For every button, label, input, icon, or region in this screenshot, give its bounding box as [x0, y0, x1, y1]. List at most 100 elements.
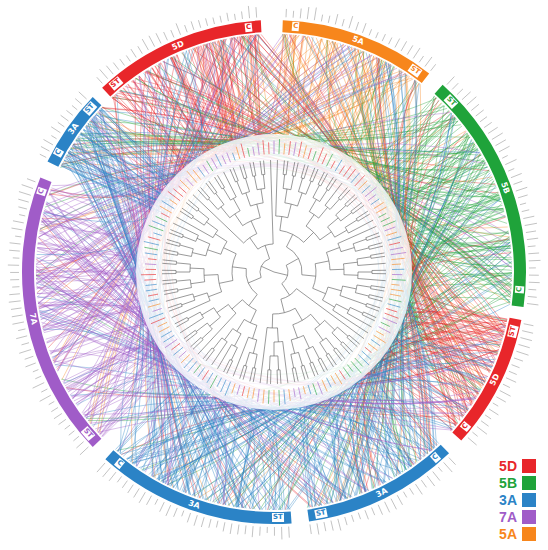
- gene-tick: [10, 243, 21, 244]
- tree-branch: [334, 349, 343, 361]
- leaf-label-mark: [368, 343, 377, 350]
- gene-tick: [372, 508, 375, 516]
- tree-branch: [265, 160, 273, 245]
- gene-tick: [194, 515, 197, 525]
- gene-tick: [234, 14, 236, 20]
- gene-tick: [164, 32, 168, 40]
- tree-branch: [319, 174, 327, 186]
- gene-tick: [526, 231, 536, 233]
- tree-branch: [243, 366, 247, 380]
- synteny-link: [62, 153, 164, 213]
- gene-tick: [476, 110, 484, 116]
- gene-tick: [49, 401, 55, 404]
- tree-branch: [209, 181, 217, 193]
- gene-tick: [185, 25, 188, 32]
- gene-tick: [397, 495, 402, 505]
- tree-branch: [192, 250, 207, 256]
- leaf-label-mark: [149, 313, 163, 318]
- tree-branch: [182, 208, 194, 217]
- gene-tick: [238, 525, 239, 535]
- leaf-label-mark: [381, 322, 390, 326]
- tree-branch: [166, 243, 180, 247]
- legend-swatch: [522, 510, 536, 524]
- tree-branch: [233, 199, 240, 215]
- leaf-label-mark: [207, 161, 213, 171]
- tree-branch: [371, 286, 385, 288]
- gene-tick: [155, 499, 158, 505]
- gene-tick: [13, 257, 20, 258]
- leaf-label-mark: [392, 274, 402, 275]
- tree-branch: [257, 189, 263, 204]
- leaf-label-mark: [215, 154, 221, 166]
- leaf-label-mark: [385, 227, 396, 231]
- synteny-link: [40, 120, 144, 317]
- gene-tick: [106, 66, 113, 74]
- leaf-label-mark: [331, 161, 335, 169]
- gene-tick: [10, 279, 19, 280]
- leaf-label-mark: [284, 390, 285, 405]
- gene-tick: [508, 169, 514, 172]
- gene-tick: [523, 216, 534, 218]
- gene-tick: [427, 476, 435, 486]
- legend-entry: 5B: [499, 475, 536, 491]
- gene-tick: [403, 492, 406, 498]
- gene-tick: [499, 146, 510, 152]
- gene-tick: [503, 384, 510, 387]
- leaf-label-mark: [221, 380, 226, 392]
- gene-tick: [19, 350, 31, 354]
- tree-branch: [190, 268, 204, 275]
- synteny-link: [41, 190, 154, 239]
- tree-branch: [193, 195, 250, 243]
- gene-tick: [117, 476, 121, 482]
- tree-branch: [335, 327, 348, 336]
- tree-branch: [284, 308, 302, 320]
- tree-branch: [347, 336, 357, 346]
- gene-tick: [481, 421, 489, 426]
- tree-branch: [354, 248, 369, 252]
- gene-tick: [317, 523, 319, 534]
- chromosome-band: [48, 97, 102, 167]
- leaf-label-mark: [156, 216, 168, 221]
- gene-tick: [342, 19, 344, 26]
- leaf-label-mark: [225, 382, 231, 396]
- gene-tick: [9, 250, 20, 252]
- legend-text: 7A: [499, 509, 517, 525]
- tree-branch: [344, 262, 358, 269]
- tree-branch: [315, 261, 329, 276]
- leaf-label-mark: [381, 218, 390, 222]
- leaf-label-mark: [391, 258, 404, 259]
- leaf-label-mark: [386, 232, 397, 235]
- gene-tick: [500, 391, 511, 397]
- gene-tick: [506, 378, 516, 383]
- synteny-link: [36, 279, 149, 293]
- tree-branch: [285, 161, 288, 175]
- legend-entry: 3A: [499, 492, 536, 508]
- leaf-label-mark: [335, 160, 342, 172]
- gene-tick: [362, 23, 366, 33]
- tree-branch: [327, 179, 336, 191]
- gene-tick: [40, 154, 46, 157]
- tree-branch: [269, 356, 274, 370]
- tree-branch: [225, 329, 237, 340]
- tree-branch: [168, 303, 182, 307]
- leaf-label-mark: [339, 370, 345, 379]
- leaf-label-mark: [376, 207, 386, 213]
- gene-tick: [331, 521, 333, 531]
- tree-branch: [162, 280, 176, 282]
- tree-branch: [164, 250, 178, 254]
- gene-tick: [40, 395, 51, 401]
- gene-tick: [509, 371, 517, 374]
- gene-tick: [76, 442, 83, 448]
- gene-tick: [376, 32, 379, 38]
- tree-branch: [340, 291, 366, 305]
- synteny-link: [80, 58, 197, 177]
- gene-tick: [502, 155, 507, 158]
- tree-branch: [345, 220, 357, 230]
- legend-entry: 5D: [499, 458, 536, 474]
- gene-tick: [528, 245, 536, 247]
- tree-branch: [352, 205, 364, 213]
- tree-branch: [295, 352, 303, 365]
- leaf-label-mark: [144, 241, 159, 245]
- gene-tick: [425, 57, 432, 67]
- gene-tick: [27, 179, 35, 182]
